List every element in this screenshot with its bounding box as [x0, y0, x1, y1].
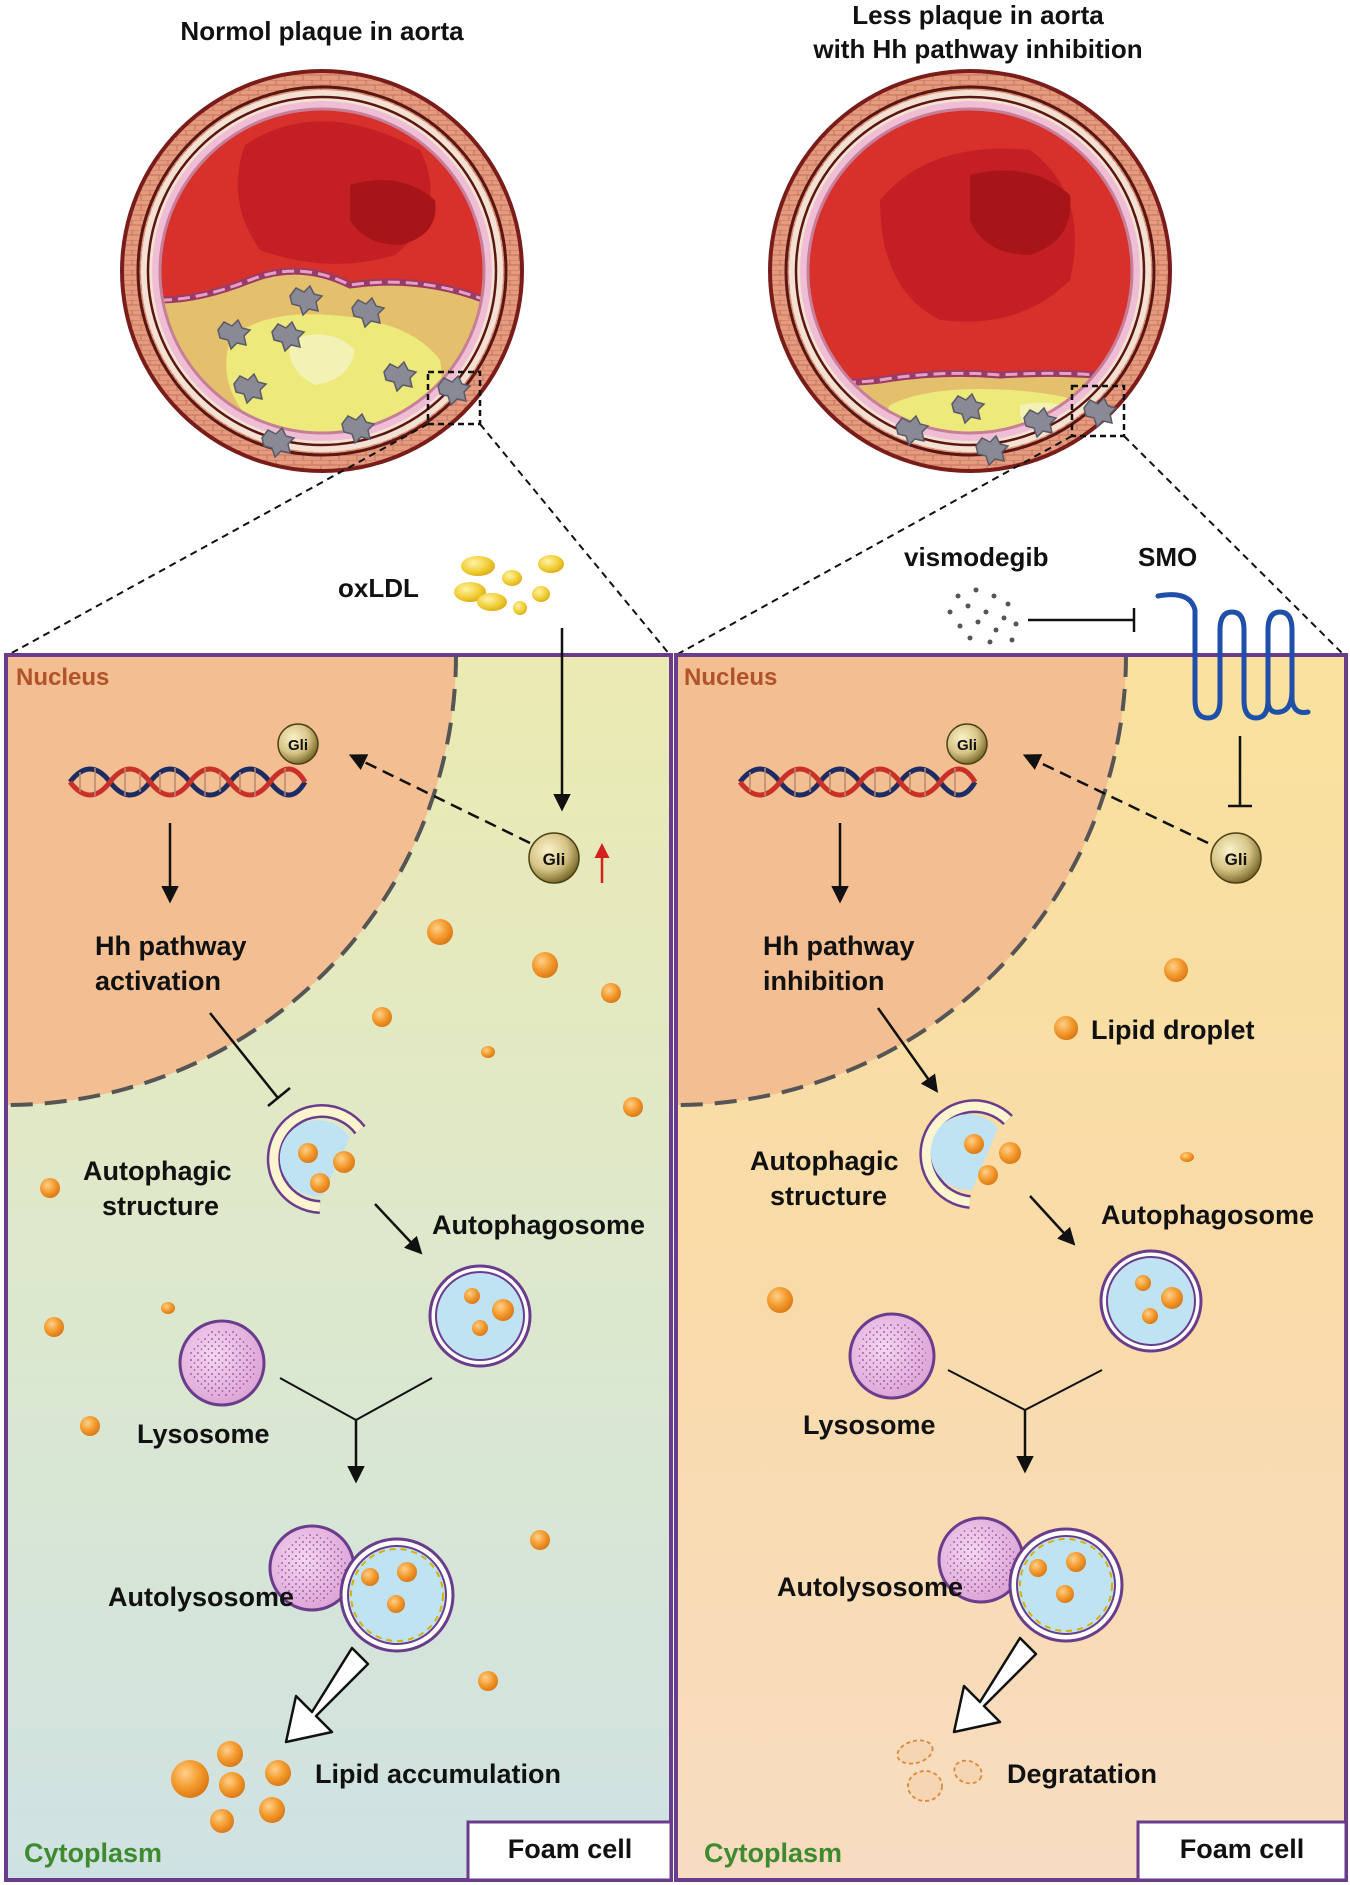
right-autophagosome-label: Autophagosome [1101, 1200, 1314, 1230]
right-to-autophagosome-arrow [1029, 1195, 1076, 1246]
lipid-droplet-icon [1054, 1016, 1078, 1040]
smo-label: SMO [1138, 542, 1197, 572]
left-foam-cell-label: Foam cell [508, 1834, 633, 1864]
left-lysosome-icon [178, 1319, 266, 1407]
right-autophagic-structure-icon [919, 1099, 1021, 1209]
left-autolysosome-icon [268, 1524, 455, 1653]
svg-text:Gli: Gli [543, 850, 566, 869]
left-autophagic-line1: Autophagic [83, 1156, 232, 1186]
svg-text:Gli: Gli [957, 737, 977, 754]
left-fusion-lines [279, 1377, 433, 1421]
degradation-fragments [896, 1739, 983, 1802]
left-autophagic-structure-icon [266, 1104, 366, 1214]
left-foam-cell-box [466, 1820, 673, 1882]
left-nucleus [6, 655, 456, 1105]
right-gli-cytoplasm-icon: Gli [1210, 832, 1262, 884]
left-gli-cytoplasm-icon: Gli [528, 832, 580, 884]
lipid-droplet-label: Lipid droplet [1091, 1015, 1254, 1045]
right-foam-cell-box [1136, 1820, 1348, 1882]
right-artery-cross-section [768, 69, 1172, 473]
smo-receptor-icon [1155, 592, 1311, 721]
right-pathway-line1: Hh pathway [763, 931, 915, 961]
left-cytoplasm-label: Cytoplasm [24, 1838, 162, 1868]
left-cytoplasm-lipid-droplets [40, 919, 643, 1691]
left-autophagosome-label: Autophagosome [432, 1210, 645, 1240]
left-foam-cell-panel: Nucleus Gli oxLDL [4, 555, 673, 1882]
left-autophagosome-icon [428, 1264, 532, 1368]
right-gli-nuclear-icon: Gli [946, 723, 988, 765]
right-cytoplasm-lipid-droplets [767, 958, 1194, 1313]
right-fusion-lines [947, 1369, 1103, 1411]
smo-inhibition-bar [1228, 736, 1252, 808]
right-nucleus-label: Nucleus [684, 664, 777, 691]
left-inhibition-bar [209, 1012, 291, 1107]
oxldl-label: oxLDL [338, 573, 419, 603]
svg-text:Gli: Gli [1225, 850, 1248, 869]
right-lysosome-label: Lysosome [803, 1410, 936, 1440]
right-autolysosome-label: Autolysosome [777, 1572, 963, 1602]
oxldl-particles-icon [454, 555, 564, 615]
left-autophagic-line2: structure [102, 1191, 219, 1221]
left-nucleus-label: Nucleus [16, 664, 109, 691]
right-foam-cell-label: Foam cell [1180, 1834, 1305, 1864]
vismodegib-inhibition-bar [1028, 608, 1136, 632]
right-pathway-line2: inhibition [763, 966, 884, 996]
left-title: Normol plaque in aorta [180, 16, 464, 46]
right-autophagic-line2: structure [770, 1181, 887, 1211]
left-autolysosome-label: Autolysosome [108, 1582, 294, 1612]
left-gli-translocation-arrow [348, 754, 531, 845]
left-lysosome-label: Lysosome [137, 1419, 270, 1449]
right-title-line2: with Hh pathway inhibition [812, 34, 1142, 64]
svg-text:Gli: Gli [288, 737, 308, 754]
right-dna-helix-icon [738, 766, 978, 798]
right-lysosome-icon [848, 1312, 936, 1400]
right-cytoplasm-label: Cytoplasm [704, 1838, 842, 1868]
right-autophagic-line1: Autophagic [750, 1146, 899, 1176]
left-pathway-line2: activation [95, 966, 221, 996]
right-pathway-to-autophagy-arrow [876, 1007, 939, 1093]
right-title-line1: Less plaque in aorta [852, 0, 1104, 30]
left-artery-cross-section [120, 69, 524, 473]
right-gli-translocation-arrow [1022, 754, 1209, 845]
left-to-autophagosome-arrow [374, 1203, 423, 1255]
left-gli-nuclear-icon: Gli [277, 723, 319, 765]
right-outcome-block-arrow [952, 1636, 1038, 1734]
right-foam-cell-panel: Nucleus vismodegib SMO [674, 542, 1348, 1882]
right-outcome-label: Degratation [1007, 1759, 1157, 1789]
vismodegib-label: vismodegib [904, 542, 1048, 572]
vismodegib-dots-icon [947, 587, 1019, 645]
left-dna-helix-icon [68, 766, 308, 798]
right-autophagosome-icon [1099, 1249, 1203, 1353]
left-outcome-label: Lipid accumulation [315, 1759, 561, 1789]
right-nucleus [676, 655, 1126, 1105]
lipid-accumulation-droplets [171, 1741, 291, 1833]
right-autolysosome-icon [937, 1516, 1124, 1643]
left-outcome-block-arrow [284, 1646, 370, 1744]
zoom-lines [7, 423, 1345, 656]
left-pathway-line1: Hh pathway [95, 931, 247, 961]
